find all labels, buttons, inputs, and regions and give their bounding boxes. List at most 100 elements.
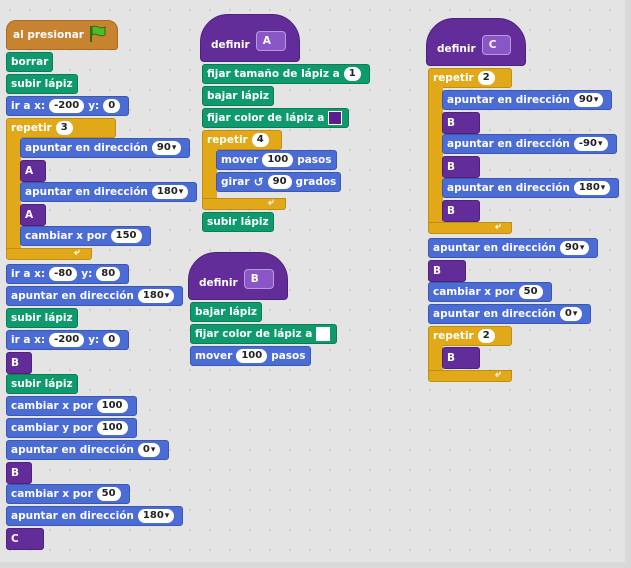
call-b-label: B	[433, 265, 442, 277]
call-a-block[interactable]: A	[20, 160, 46, 182]
horizontal-scrollbar[interactable]	[0, 562, 631, 568]
set-pen-color-block[interactable]: fijar color de lápiz a	[202, 108, 350, 128]
set-pen-size-label: fijar tamaño de lápiz a	[207, 68, 340, 80]
turn-left-block[interactable]: girar ↺ 90 grados	[216, 172, 342, 192]
x-input[interactable]: -200	[49, 333, 85, 347]
move-steps-block[interactable]: mover 100 pasos	[190, 346, 311, 366]
set-pen-size-block[interactable]: fijar tamaño de lápiz a 1	[202, 64, 370, 84]
change-x-input[interactable]: 100	[96, 399, 128, 413]
call-a-block[interactable]: A	[20, 204, 46, 226]
clear-label: borrar	[11, 56, 49, 68]
go-to-xy-block[interactable]: ir a x: -80 y: 80	[6, 264, 130, 284]
direction-dropdown[interactable]: 0	[137, 443, 161, 457]
go-to-xy-block[interactable]: ir a x: -200 y: 0	[6, 330, 130, 350]
define-c-hat[interactable]: definir C	[426, 18, 526, 66]
x-input[interactable]: -80	[49, 267, 78, 281]
direction-dropdown[interactable]: 180	[137, 289, 175, 303]
change-x-input[interactable]: 50	[96, 487, 121, 501]
direction-dropdown[interactable]: 90	[573, 93, 604, 107]
change-x-input[interactable]: 150	[110, 229, 142, 243]
pen-color-swatch[interactable]	[328, 111, 343, 125]
pen-up-block[interactable]: subir lápiz	[202, 212, 274, 232]
go-to-xy-block[interactable]: ir a x: -200 y: 0	[6, 96, 130, 116]
y-input[interactable]: 80	[96, 267, 121, 281]
point-direction-block[interactable]: apuntar en dirección 180	[20, 182, 198, 202]
set-pen-color-block[interactable]: fijar color de lápiz a	[190, 324, 338, 344]
point-direction-block[interactable]: apuntar en dirección -90	[442, 134, 617, 154]
point-direction-block[interactable]: apuntar en dirección 90	[20, 138, 191, 158]
point-direction-block[interactable]: apuntar en dirección 0	[6, 440, 170, 460]
pen-up-block[interactable]: subir lápiz	[6, 74, 78, 94]
call-b-block[interactable]: B	[442, 112, 480, 134]
pen-down-label: bajar lápiz	[207, 90, 270, 102]
change-y-input[interactable]: 100	[96, 421, 128, 435]
x-input[interactable]: -200	[49, 99, 85, 113]
loop-arrow-icon: ⤶	[495, 369, 501, 380]
direction-dropdown[interactable]: 90	[559, 241, 590, 255]
point-direction-label: apuntar en dirección	[447, 182, 570, 194]
clear-block[interactable]: borrar	[6, 52, 54, 72]
pen-up-block[interactable]: subir lápiz	[6, 308, 78, 328]
y-input[interactable]: 0	[103, 333, 121, 347]
point-direction-block[interactable]: apuntar en dirección 0	[428, 304, 592, 324]
pen-up-block[interactable]: subir lápiz	[6, 374, 78, 394]
pen-down-block[interactable]: bajar lápiz	[202, 86, 275, 106]
change-x-block[interactable]: cambiar x por 150	[20, 226, 151, 246]
repeat-count-input[interactable]: 4	[251, 133, 269, 147]
repeat-count-input[interactable]: 2	[477, 71, 495, 85]
repeat-count-input[interactable]: 3	[55, 121, 73, 135]
change-x-block[interactable]: cambiar x por 50	[428, 282, 552, 302]
repeat-block[interactable]: repetir 4	[202, 130, 282, 150]
move-steps-block[interactable]: mover 100 pasos	[216, 150, 337, 170]
move-steps-input[interactable]: 100	[236, 349, 268, 363]
pen-color-swatch[interactable]	[316, 327, 331, 341]
call-b-block[interactable]: B	[428, 260, 466, 282]
repeat-block[interactable]: repetir 2	[428, 68, 512, 88]
point-direction-block[interactable]: apuntar en dirección 180	[6, 286, 184, 306]
call-b-block[interactable]: B	[6, 352, 32, 374]
define-b-hat[interactable]: definir B	[188, 252, 288, 300]
point-direction-block[interactable]: apuntar en dirección 90	[428, 238, 599, 258]
rotate-left-icon: ↺	[253, 175, 264, 189]
point-direction-label: apuntar en dirección	[11, 444, 134, 456]
call-b-block[interactable]: B	[442, 200, 480, 222]
direction-dropdown[interactable]: 180	[573, 181, 611, 195]
call-b-label: B	[11, 467, 20, 479]
point-direction-block[interactable]: apuntar en dirección 180	[442, 178, 620, 198]
direction-dropdown[interactable]: 0	[559, 307, 583, 321]
call-b-block[interactable]: B	[6, 462, 32, 484]
call-b-label: B	[11, 357, 20, 369]
change-y-block[interactable]: cambiar y por 100	[6, 418, 137, 438]
pen-size-input[interactable]: 1	[343, 67, 361, 81]
call-b-block[interactable]: B	[442, 347, 480, 369]
repeat-block[interactable]: repetir 2	[428, 326, 512, 346]
repeat-count-input[interactable]: 2	[477, 329, 495, 343]
repeat-c-foot	[428, 370, 512, 382]
y-input[interactable]: 0	[103, 99, 121, 113]
change-x-label: cambiar x por	[11, 488, 93, 500]
turn-degrees-input[interactable]: 90	[267, 175, 292, 189]
change-x-block[interactable]: cambiar x por 50	[6, 484, 130, 504]
change-x-block[interactable]: cambiar x por 100	[6, 396, 137, 416]
pen-down-block[interactable]: bajar lápiz	[190, 302, 263, 322]
procedure-name-a: A	[255, 31, 286, 51]
point-direction-block[interactable]: apuntar en dirección 90	[442, 90, 613, 110]
pen-up-label: subir lápiz	[11, 378, 73, 390]
steps-label: pasos	[297, 154, 332, 166]
direction-dropdown[interactable]: 90	[151, 141, 182, 155]
define-label: definir	[211, 39, 250, 51]
call-c-block[interactable]: C	[6, 528, 44, 550]
set-pen-color-label: fijar color de lápiz a	[195, 328, 313, 340]
when-flag-clicked-hat[interactable]: al presionar	[6, 20, 118, 50]
direction-dropdown[interactable]: 180	[137, 509, 175, 523]
define-a-hat[interactable]: definir A	[200, 14, 300, 62]
direction-dropdown[interactable]: 180	[151, 185, 189, 199]
vertical-scrollbar[interactable]	[625, 0, 631, 568]
direction-dropdown[interactable]: -90	[573, 137, 608, 151]
point-direction-block[interactable]: apuntar en dirección 180	[6, 506, 184, 526]
call-b-block[interactable]: B	[442, 156, 480, 178]
move-steps-input[interactable]: 100	[262, 153, 294, 167]
change-x-input[interactable]: 50	[518, 285, 543, 299]
repeat-block[interactable]: repetir 3	[6, 118, 116, 138]
